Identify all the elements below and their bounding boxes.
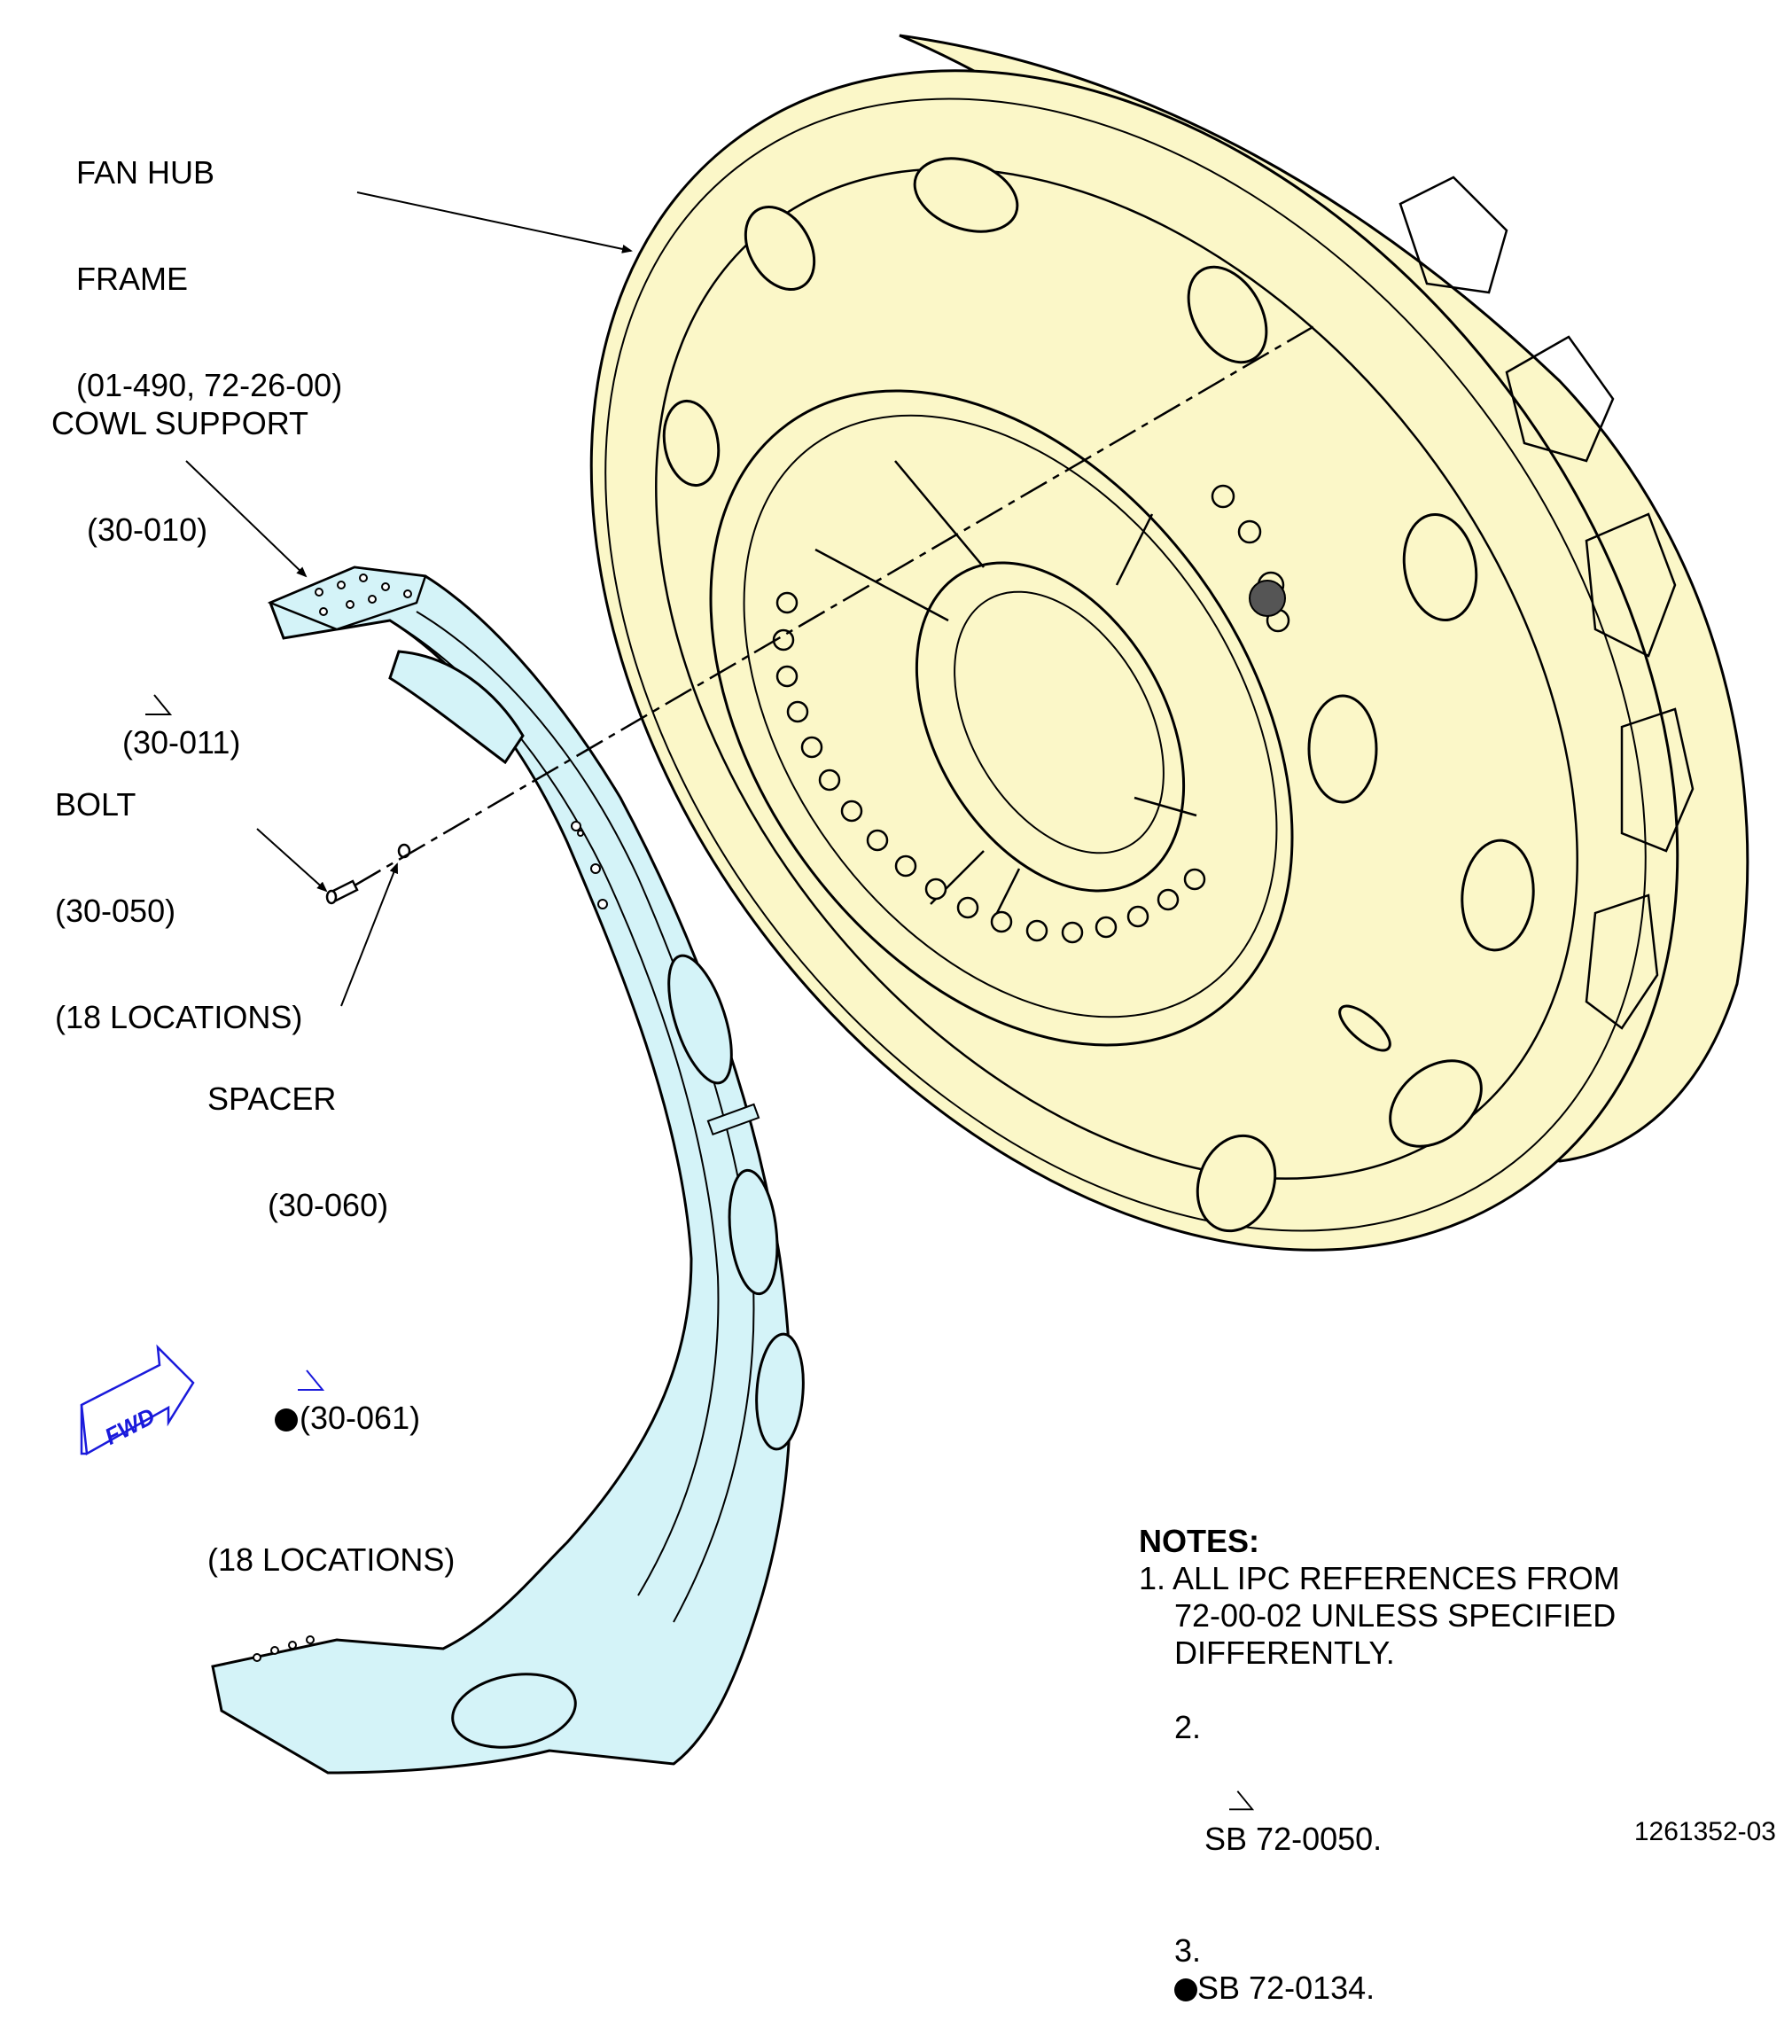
callout-line: FRAME (76, 261, 188, 297)
flag-triangle-icon (1174, 1746, 1255, 1858)
exploded-view-illustration: FWD (80, 34, 1749, 1775)
note-1-line: 1. ALL IPC REFERENCES FROM (1139, 1560, 1620, 1596)
callout-line-with-mark: (30-011) (51, 619, 308, 796)
callout-line: BOLT (55, 786, 136, 823)
callout-line: (30-061) (300, 1400, 421, 1436)
drawing-id: 1261352-03 (1633, 1817, 1776, 1846)
assembly-centerline (354, 322, 1320, 887)
notes-title: NOTES: (1139, 1523, 1260, 1559)
leader-lines (185, 191, 633, 1007)
note-number: 3. (1174, 1932, 1202, 1969)
callout-line: SPACER (207, 1081, 337, 1117)
fwd-direction-icon: FWD (80, 1344, 195, 1456)
fan-hub-frame-callout: FAN HUB FRAME (01-490, 72-26-00) (76, 84, 342, 439)
callout-line: (30-060) (268, 1187, 389, 1223)
callout-line: COWL SUPPORT (51, 405, 309, 441)
note-number: 2. (1174, 1709, 1202, 1745)
cowl-support (211, 566, 805, 1775)
note-1-line: DIFFERENTLY. (1174, 1634, 1395, 1671)
cowl-support-callout: COWL SUPPORT (30-010) (30-011) (51, 335, 308, 831)
callout-line: (30-011) (122, 724, 241, 761)
callout-line: (18 LOCATIONS) (55, 999, 303, 1035)
bolt-callout: BOLT (30-050) (18 LOCATIONS) (55, 716, 302, 1071)
callout-line: (01-490, 72-26-00) (76, 367, 343, 403)
filled-circle-icon (1174, 1978, 1198, 2001)
notes-block: NOTES: 1. ALL IPC REFERENCES FROM 72-00-… (1139, 1523, 1620, 2044)
spacer-callout: SPACER (30-060) (30-061) (18 LOCATIONS) (207, 1010, 455, 1613)
callout-line: FAN HUB (76, 154, 215, 191)
flag-triangle-icon (90, 654, 173, 761)
callout-line: (30-010) (87, 511, 208, 548)
note-2: 2. SB 72-0050. (1139, 1672, 1620, 1895)
note-3: 3. SB 72-0134. (1139, 1895, 1620, 2044)
note-text: SB 72-0134. (1197, 1970, 1375, 2006)
callout-line: (30-050) (55, 893, 176, 929)
callout-line: (18 LOCATIONS) (207, 1541, 456, 1578)
bolt-part (325, 879, 359, 905)
flag-triangle-icon (243, 1330, 325, 1436)
filled-circle-icon (275, 1408, 299, 1432)
note-1-line: 72-00-02 UNLESS SPECIFIED (1174, 1597, 1617, 1634)
callout-line-with-mark: (30-061) (207, 1294, 455, 1471)
note-text: SB 72-0050. (1204, 1821, 1383, 1857)
fan-hub-frame (589, 34, 1749, 1252)
